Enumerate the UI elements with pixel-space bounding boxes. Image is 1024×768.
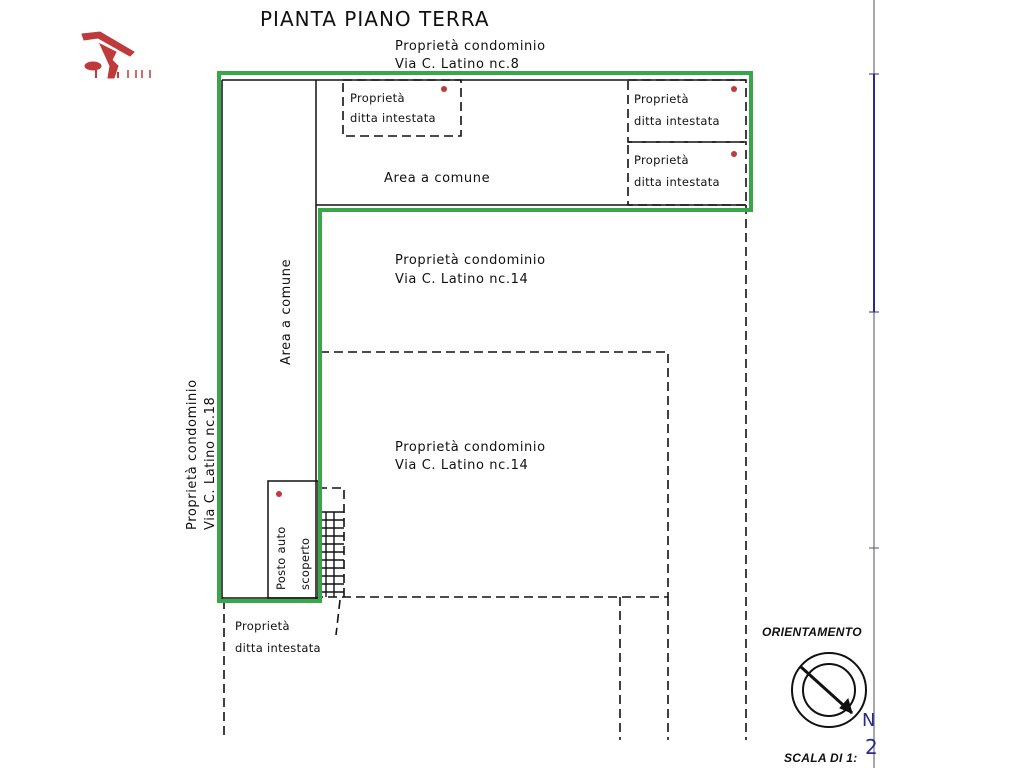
west-neighbor-label-line2: Via C. Latino nc.18: [203, 396, 218, 530]
north-neighbor-label-line1: Proprietà condominio: [395, 39, 546, 54]
compass-icon: [791, 652, 867, 728]
middle-neighbor-label-line1: Proprietà condominio: [395, 253, 546, 268]
scale-label: SCALA DI 1:: [784, 751, 858, 765]
orientation-label: ORIENTAMENTO: [762, 625, 862, 639]
west-neighbor-label-line1: Proprietà condominio: [185, 379, 200, 530]
bottom-left-unit-label-line1: Proprietà: [235, 619, 290, 633]
top-left-unit-label-line2: ditta intestata: [350, 111, 436, 125]
north-mark: N: [862, 710, 877, 731]
bottom-left-unit-label-line2: ditta intestata: [235, 641, 321, 655]
top-right-unit-1-label-line1: Proprietà: [634, 92, 689, 106]
building-logo-icon: [81, 31, 151, 79]
common-area-side-label: Area a comune: [279, 258, 294, 365]
north-neighbor-label-line2: Via C. Latino nc.8: [395, 57, 520, 72]
marker-dots: [276, 86, 737, 497]
top-right-unit-2-label-line1: Proprietà: [634, 153, 689, 167]
scale-value: 2: [865, 735, 879, 759]
drawing-title: PIANTA PIANO TERRA: [260, 7, 490, 31]
parking-label-line1: Posto auto: [274, 526, 288, 590]
parking-label-line2: scoperto: [298, 537, 312, 590]
common-area-top-label: Area a comune: [384, 171, 491, 186]
top-right-unit-1-label-line2: ditta intestata: [634, 114, 720, 128]
lower-neighbor-label-line1: Proprietà condominio: [395, 440, 546, 455]
highlighted-boundary: [217, 71, 753, 603]
top-right-unit-2-label-line2: ditta intestata: [634, 175, 720, 189]
middle-neighbor-label-line2: Via C. Latino nc.14: [395, 272, 529, 287]
top-left-unit-label-line1: Proprietà: [350, 91, 405, 105]
lower-neighbor-label-line2: Via C. Latino nc.14: [395, 458, 529, 473]
